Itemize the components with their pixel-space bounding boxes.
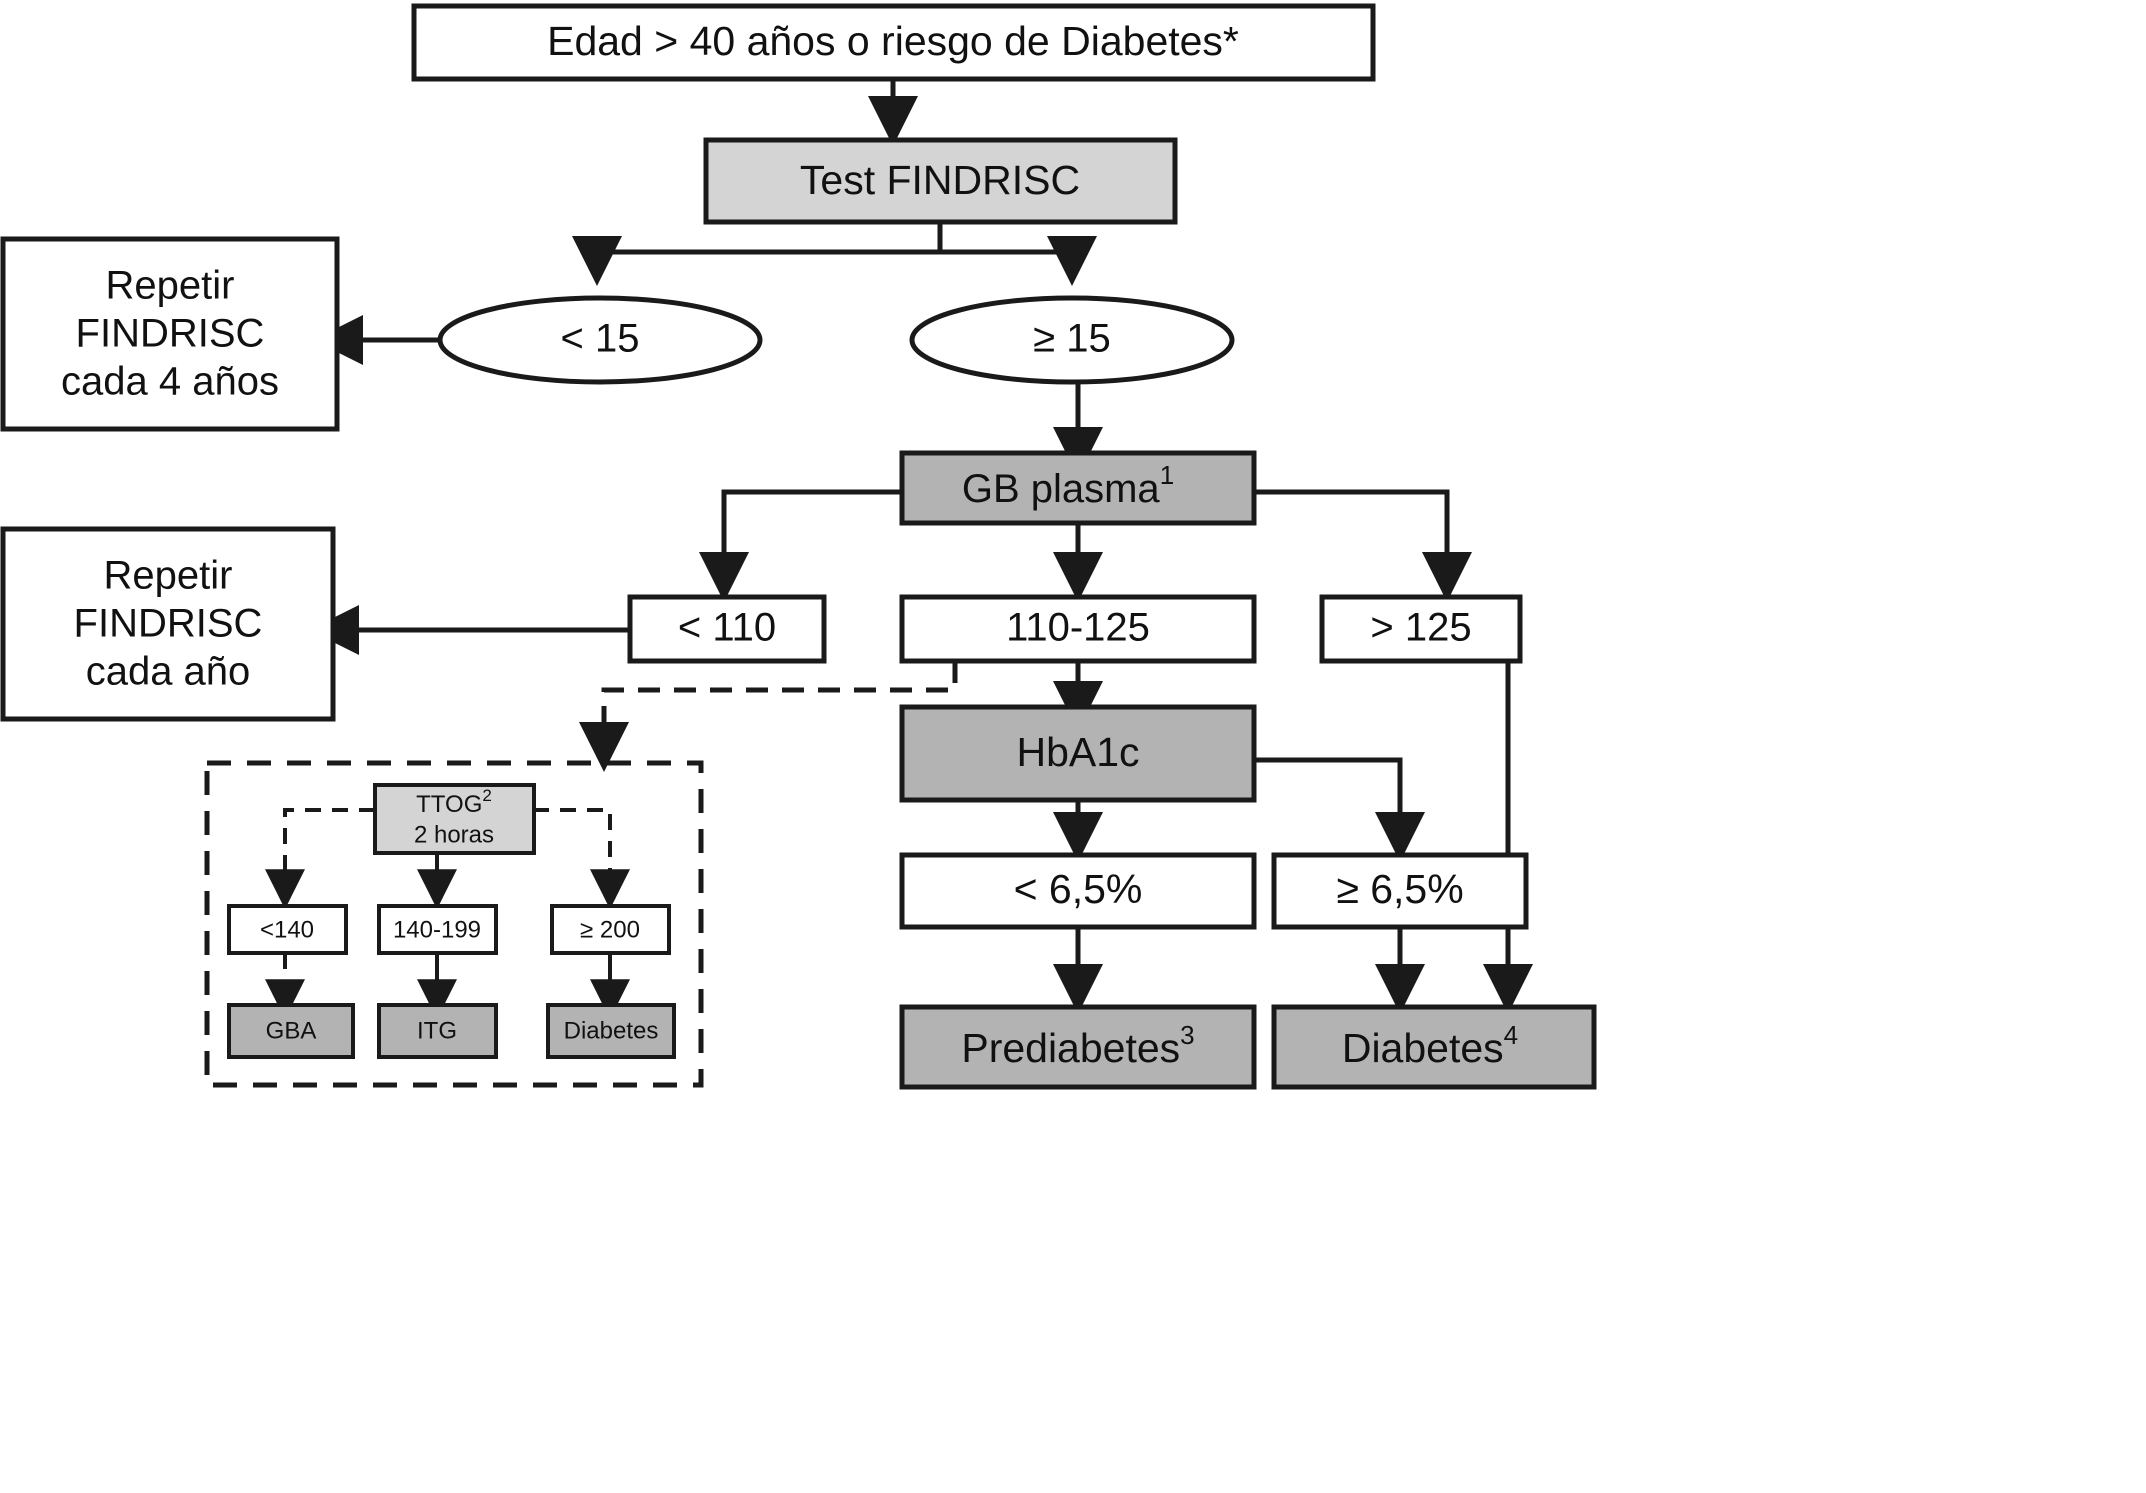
node-findrisc-test-label: Test FINDRISC [800,157,1080,203]
edge-findrisc-to-ge15 [937,222,1097,287]
node-hba1c-label: HbA1c [1016,729,1139,775]
node-score-lt15-label: < 15 [561,317,640,361]
node-ttog-lt140-label: <140 [260,916,314,943]
gb-plasma-sup: 1 [1160,460,1174,490]
ttog-sup: 2 [482,786,491,805]
nodes-layer: Edad > 40 años o riesgo de Diabetes* Tes… [0,3,1597,1090]
node-diabetes-main[interactable] [1271,1004,1597,1090]
node-ttog-line2: 2 horas [414,821,494,848]
node-ttog-ge200-label: ≥ 200 [580,916,640,943]
node-ttog-140-199[interactable] [377,904,498,955]
node-gb-plasma[interactable] [899,450,1257,526]
node-ttog-lt140[interactable] [227,904,348,955]
node-hba1c-lt65[interactable] [899,852,1257,930]
node-repeat-1y-line1: Repetir [104,554,233,598]
node-repeat-4y-line2: FINDRISC [76,312,265,356]
diabetes-main-text: Diabetes [1342,1025,1504,1071]
node-score-ge15-label: ≥ 15 [1033,317,1111,361]
edge-findrisc-split [572,222,943,287]
node-gba-label: GBA [266,1017,317,1044]
node-gb-plasma-label: GB plasma1 [962,460,1174,511]
node-ttog-140-199-label: 140-199 [393,916,481,943]
node-gb-110-125[interactable] [899,594,1257,664]
node-start[interactable] [411,3,1376,82]
node-score-lt15[interactable] [437,295,763,385]
node-repeat-4y-line3: cada 4 años [61,360,279,404]
edge-110125-to-ttog-dashed [579,661,958,773]
node-gb-gt125[interactable] [1319,594,1523,664]
prediabetes-sup: 3 [1180,1020,1194,1050]
node-gb-lt110-label: < 110 [678,606,776,650]
edge-ttog-to-lt140-dashed [265,808,375,910]
node-hba1c-ge65[interactable] [1271,852,1529,930]
node-diabetes-main-label: Diabetes4 [1342,1020,1518,1071]
node-prediabetes-label: Prediabetes3 [961,1020,1194,1071]
node-hba1c-ge65-label: ≥ 6,5% [1336,866,1463,912]
node-itg[interactable] [377,1003,498,1059]
node-prediabetes[interactable] [899,1004,1257,1090]
node-hba1c-lt65-label: < 6,5% [1014,866,1143,912]
node-hba1c[interactable] [899,704,1257,803]
node-repeat-1y[interactable] [0,526,336,722]
dashed-inner-edges [265,808,630,1020]
node-findrisc-test[interactable] [703,137,1178,225]
gb-plasma-text: GB plasma [962,467,1161,511]
node-repeat-1y-line3: cada año [86,650,251,694]
node-gb-lt110[interactable] [627,594,827,664]
node-repeat-4y-line1: Repetir [106,264,235,308]
edge-hba1c-to-ge65 [1256,757,1425,863]
node-score-ge15[interactable] [909,295,1235,385]
node-gb-110-125-label: 110-125 [1006,606,1150,650]
node-start-label: Edad > 40 años o riesgo de Diabetes* [547,18,1239,64]
node-diabetes-ttog-label: Diabetes [564,1017,659,1044]
dashed-edges-layer [579,661,958,773]
node-repeat-4y[interactable] [0,236,340,432]
prediabetes-text: Prediabetes [961,1025,1180,1071]
node-gb-gt125-label: > 125 [1370,606,1471,650]
edge-gbplasma-to-gt125 [1253,489,1472,603]
edge-gbplasma-to-lt110 [699,489,902,603]
diabetes-main-sup: 4 [1504,1020,1518,1050]
node-diabetes-ttog[interactable] [546,1003,676,1059]
ttog-group-container [204,760,704,1088]
node-repeat-1y-line2: FINDRISC [74,602,263,646]
node-ttog-line1: TTOG2 [416,786,492,818]
node-ttog[interactable] [373,783,536,855]
ttog-text: TTOG [416,791,482,818]
edge-ttog-to-ge200-dashed [533,808,630,910]
node-itg-label: ITG [417,1017,457,1044]
node-gba[interactable] [227,1003,355,1059]
node-ttog-ge200[interactable] [550,904,671,955]
edges-layer [308,79,1533,1020]
